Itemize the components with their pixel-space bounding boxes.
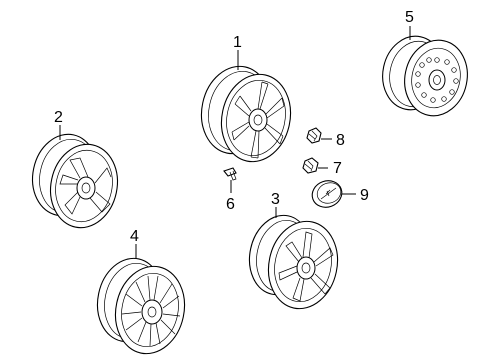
callout-7: 7 xyxy=(333,160,342,177)
valve-stem-6 xyxy=(223,167,237,181)
wheel-3 xyxy=(248,214,339,310)
wheel-2 xyxy=(32,133,118,229)
wheel-4 xyxy=(96,257,186,355)
callout-2: 2 xyxy=(54,109,63,126)
spare-wheel-5 xyxy=(382,35,468,117)
callout-1: 1 xyxy=(233,34,242,51)
wheel-1 xyxy=(200,65,292,163)
callout-6: 6 xyxy=(226,196,235,213)
lug-nut-8 xyxy=(306,127,322,144)
center-cap-9 xyxy=(311,180,343,208)
callout-5: 5 xyxy=(405,9,414,26)
callout-8: 8 xyxy=(336,132,345,149)
callout-3: 3 xyxy=(271,191,280,208)
callout-4: 4 xyxy=(130,228,139,245)
callout-9: 9 xyxy=(360,187,369,204)
lug-nut-7 xyxy=(302,157,319,174)
